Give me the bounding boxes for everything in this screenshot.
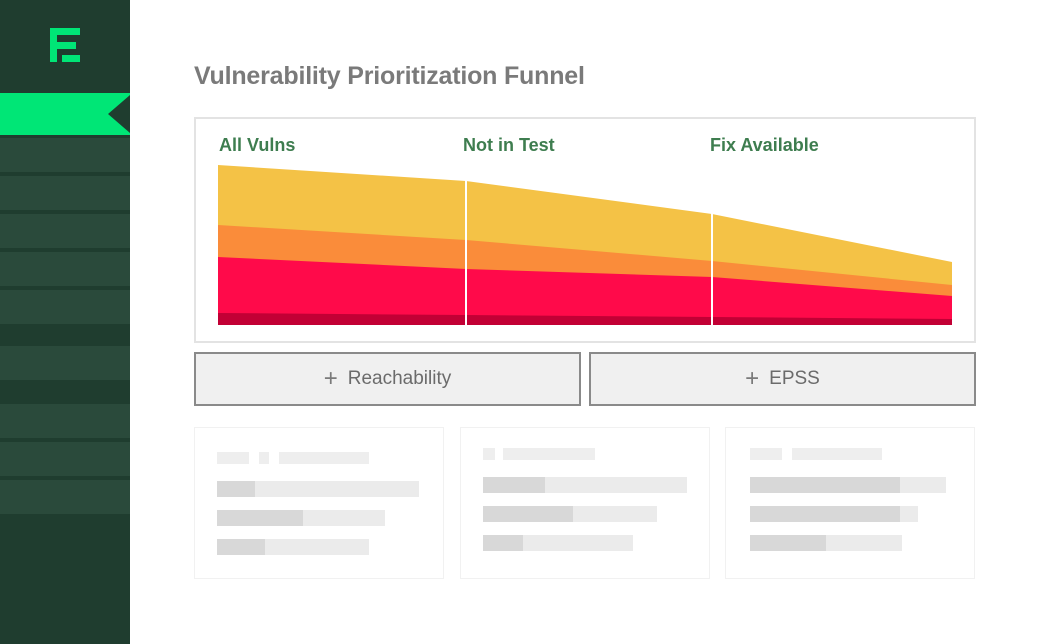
sidebar-item[interactable]: [0, 346, 130, 380]
skeleton-line: [217, 510, 303, 526]
sidebar-item-active[interactable]: [0, 93, 130, 135]
skeleton-line: [792, 448, 882, 460]
sidebar-item[interactable]: [0, 404, 130, 438]
skeleton-line: [217, 481, 255, 497]
plus-icon: +: [323, 365, 338, 392]
stage-label-all-vulns: All Vulns: [219, 135, 296, 155]
placeholder-card: [194, 427, 444, 579]
sidebar-item[interactable]: [0, 252, 130, 286]
skeleton-line: [259, 452, 269, 464]
skeleton-line: [483, 477, 545, 493]
plus-icon: +: [745, 365, 760, 392]
epss-label: EPSS: [769, 368, 820, 389]
skeleton-line: [750, 477, 900, 493]
skeleton-line: [279, 452, 369, 464]
skeleton-line: [217, 539, 265, 555]
sidebar-item[interactable]: [0, 138, 130, 172]
sidebar-item[interactable]: [0, 290, 130, 324]
skeleton-line: [750, 448, 782, 460]
skeleton-line: [217, 481, 419, 497]
funnel-card: All Vulns Not in Test Fix Available: [194, 117, 976, 343]
skeleton-line: [503, 448, 595, 460]
reachability-label: Reachability: [347, 368, 452, 389]
add-epss-button[interactable]: + EPSS: [589, 352, 976, 406]
placeholder-card: [460, 427, 710, 579]
sidebar: [0, 0, 130, 644]
sidebar-item[interactable]: [0, 214, 130, 248]
skeleton-line: [483, 448, 495, 460]
skeleton-line: [217, 452, 249, 464]
skeleton-line: [750, 535, 826, 551]
add-reachability-button[interactable]: + Reachability: [194, 352, 581, 406]
placeholder-card: [725, 427, 975, 579]
sidebar-item[interactable]: [0, 176, 130, 210]
sidebar-item[interactable]: [0, 442, 130, 476]
skeleton-line: [750, 506, 900, 522]
skeleton-line: [483, 535, 523, 551]
stage-label-not-in-test: Not in Test: [463, 135, 555, 155]
logo-icon: [50, 28, 80, 62]
sidebar-item[interactable]: [0, 480, 130, 514]
funnel-band-red: [218, 257, 952, 325]
funnel-band-darkred: [218, 313, 952, 325]
funnel-chart: [218, 165, 952, 325]
page-title: Vulnerability Prioritization Funnel: [194, 62, 585, 90]
skeleton-line: [483, 506, 573, 522]
stage-label-fix-available: Fix Available: [710, 135, 819, 155]
